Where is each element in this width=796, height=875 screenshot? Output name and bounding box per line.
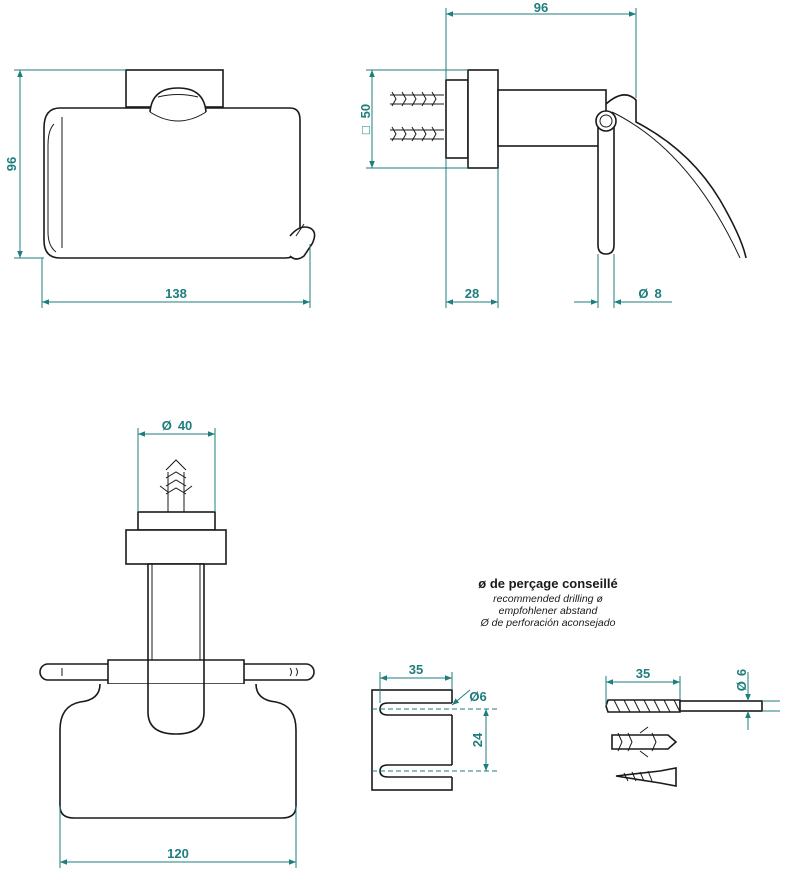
note-fr: ø de perçage conseillé xyxy=(478,576,617,591)
dim-bottom-width: 120 xyxy=(167,846,189,861)
wall-plugs xyxy=(390,91,444,142)
dim-side-rod: 8 xyxy=(654,286,661,301)
svg-text:□50: □ 50 xyxy=(358,104,373,134)
svg-text:Ø6: Ø6 xyxy=(734,669,749,691)
square-symbol: □ xyxy=(358,126,373,134)
dim-front-width: 138 xyxy=(165,286,187,301)
note-en: recommended drilling ø xyxy=(493,593,603,605)
wall-plug xyxy=(611,734,678,750)
bottom-plug xyxy=(159,459,193,512)
arm xyxy=(497,89,607,147)
note-de: empfohlener abstand xyxy=(499,605,599,617)
dim-front-height: 96 xyxy=(4,157,19,171)
drilling-note: ø de perçage conseillé recommended drill… xyxy=(478,576,617,629)
bottom-plate xyxy=(137,511,216,531)
diameter-symbol: Ø xyxy=(469,689,479,704)
dim-drill-depth: 35 xyxy=(409,662,423,677)
hardware-view: 35 Ø6 xyxy=(605,666,780,787)
dim-side-square: 50 xyxy=(358,104,373,118)
wall-section xyxy=(371,689,453,791)
rod xyxy=(597,120,615,255)
mount-flange xyxy=(467,69,499,169)
bottom-view: Ø 40 120 xyxy=(39,418,315,868)
screw xyxy=(615,767,677,787)
bottom-arm xyxy=(147,563,205,675)
mount-plate xyxy=(445,79,469,159)
dim-bit-diameter: 6 xyxy=(734,669,749,676)
roll-hook xyxy=(289,226,316,260)
dim-side-plate: 28 xyxy=(465,286,479,301)
dome xyxy=(149,87,207,113)
cover-arc xyxy=(605,94,747,259)
drill-block-view: 35 Ø6 24 xyxy=(371,662,500,791)
diameter-symbol: Ø xyxy=(638,286,648,301)
cover-body xyxy=(43,107,301,259)
note-es: Ø de perforación aconsejado xyxy=(480,617,616,629)
dim-drill-spacing: 24 xyxy=(470,732,485,747)
bottom-cover xyxy=(59,683,297,819)
drill-shank xyxy=(679,700,763,712)
dim-side-depth: 96 xyxy=(534,0,548,15)
diameter-symbol: Ø xyxy=(734,681,749,691)
diameter-symbol: Ø xyxy=(162,418,172,433)
front-view: 138 96 xyxy=(4,69,316,308)
svg-text:Ø8: Ø8 xyxy=(638,286,661,301)
dim-bit-length: 35 xyxy=(636,666,650,681)
svg-text:Ø6: Ø6 xyxy=(469,689,486,704)
dim-drill-diameter: 6 xyxy=(479,689,486,704)
dim-bottom-diameter: 40 xyxy=(178,418,192,433)
svg-text:Ø40: Ø 40 xyxy=(162,418,193,433)
bottom-flange xyxy=(125,529,227,565)
